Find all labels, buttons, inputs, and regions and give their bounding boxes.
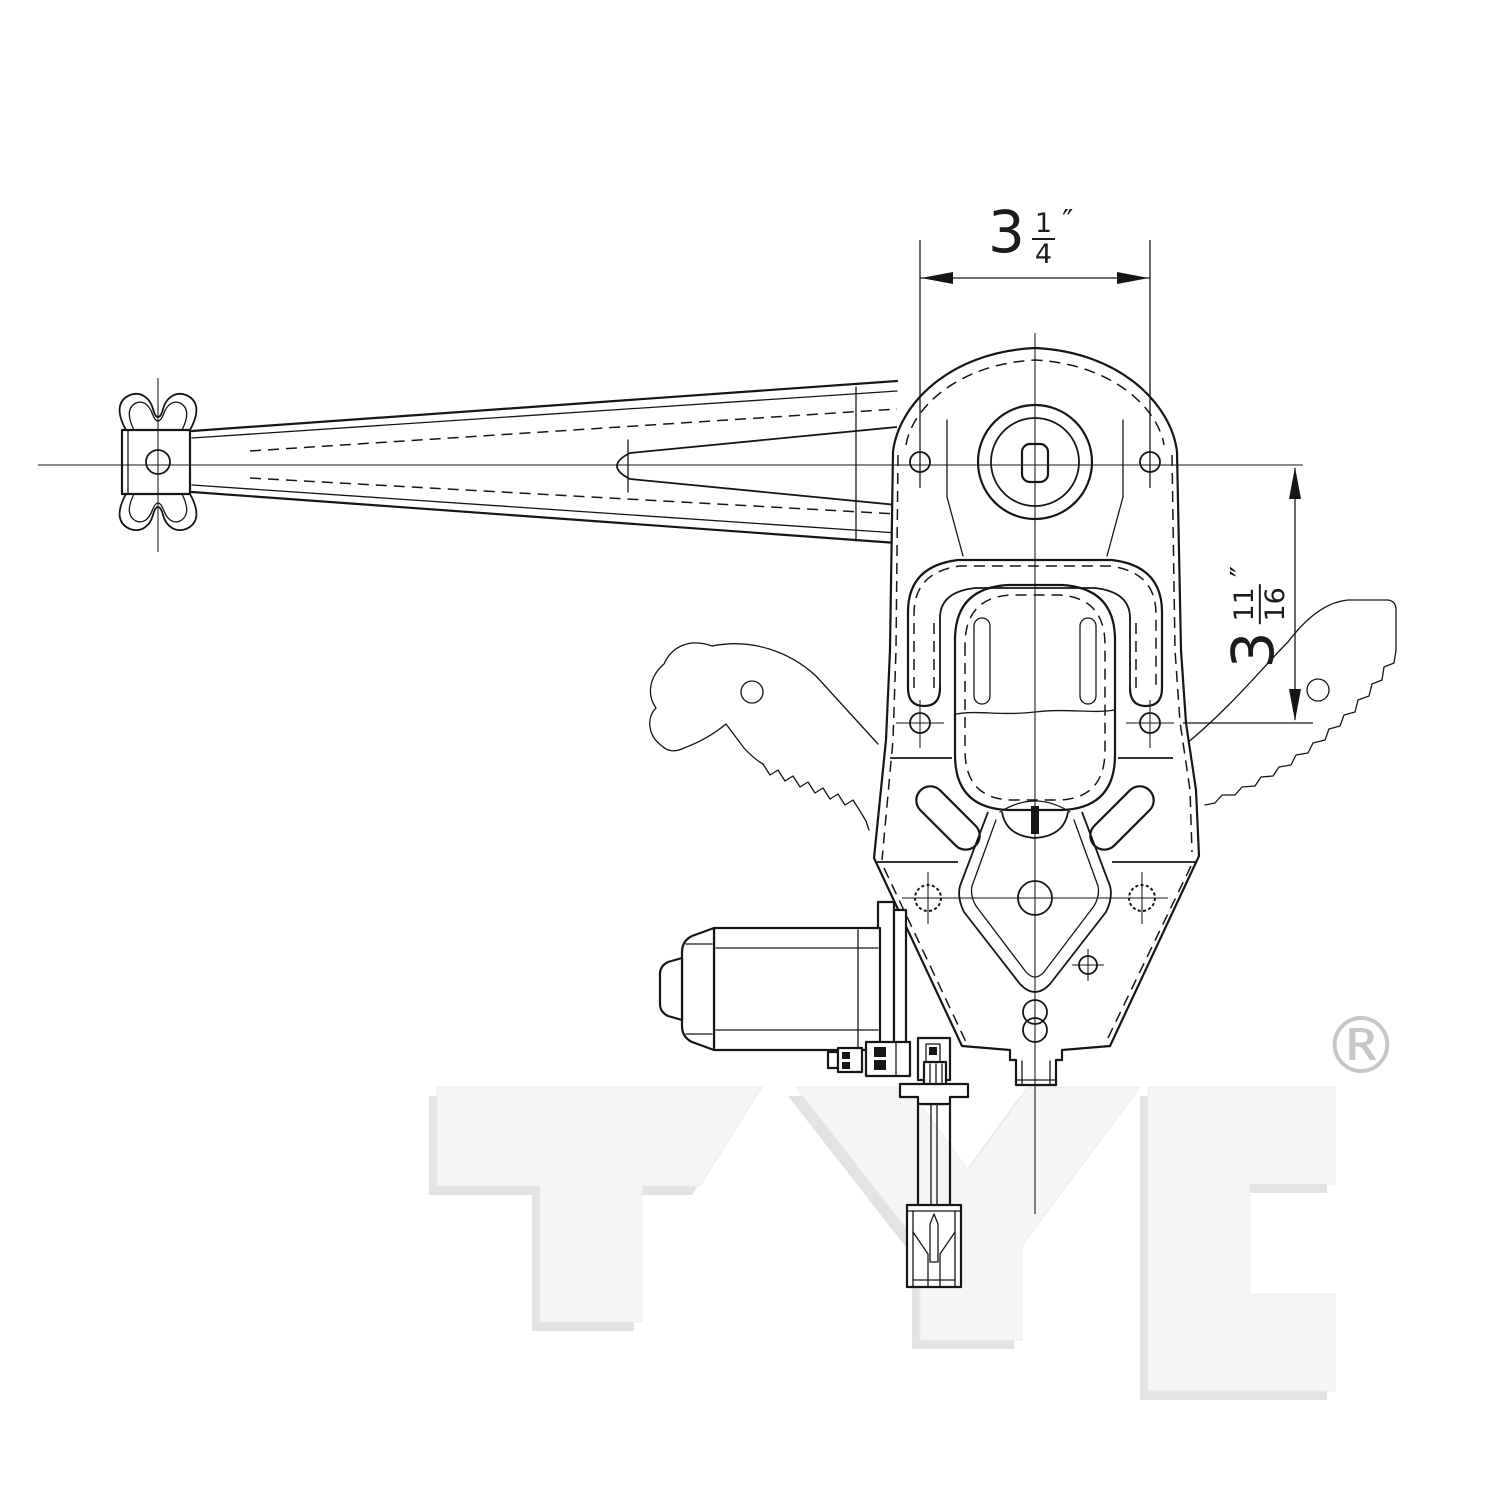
inch-mark: ″ — [1062, 204, 1074, 239]
dimension-height-fraction: 11 16 — [1229, 584, 1291, 625]
guide-hole-right — [1139, 712, 1161, 734]
motor-cap — [680, 926, 716, 1052]
arm-slot — [616, 426, 898, 506]
guide-hole-left — [909, 712, 931, 734]
sector-gear-right-hole — [1306, 678, 1330, 702]
registered-trademark-symbol: ® — [1322, 1002, 1400, 1092]
lift-arm — [190, 379, 899, 545]
dimension-height-whole: 3 — [1218, 631, 1287, 669]
motor-end-cap — [658, 956, 684, 1022]
dimension-vertical-lines — [1183, 467, 1313, 724]
wiring-stem — [916, 1102, 952, 1207]
drum-housing — [953, 583, 1117, 812]
motor-body — [712, 926, 882, 1052]
serrated-hole-right — [1128, 884, 1156, 912]
sector-gear-left-teeth — [762, 763, 870, 831]
dimension-width-whole: 3 — [988, 198, 1025, 266]
watermark-letter-Y — [794, 1086, 1141, 1341]
dimension-label-width: 3 1 4 ″ — [988, 198, 1074, 269]
tyc-watermark — [429, 1086, 1336, 1400]
watermark-letter-C — [1147, 1086, 1336, 1392]
watermark-letter-T — [436, 1086, 763, 1323]
motor-terminal-block — [864, 1040, 912, 1078]
centerlines — [38, 333, 1303, 1214]
dimension-label-height: 3 11 16 ″ — [1218, 527, 1291, 707]
small-hole — [1078, 955, 1098, 975]
serrated-hole-left — [914, 884, 942, 912]
sector-gear-left-hole — [740, 680, 764, 704]
sector-gear-right-teeth — [1204, 649, 1397, 806]
sector-gear — [649, 599, 1397, 831]
harness-plug — [905, 1203, 963, 1289]
plate-outline — [872, 346, 1201, 1087]
window-motor — [658, 900, 970, 1289]
dimension-horizontal-lines — [919, 240, 1151, 488]
inch-mark: ″ — [1224, 565, 1260, 578]
dimension-width-fraction: 1 4 — [1031, 209, 1056, 269]
